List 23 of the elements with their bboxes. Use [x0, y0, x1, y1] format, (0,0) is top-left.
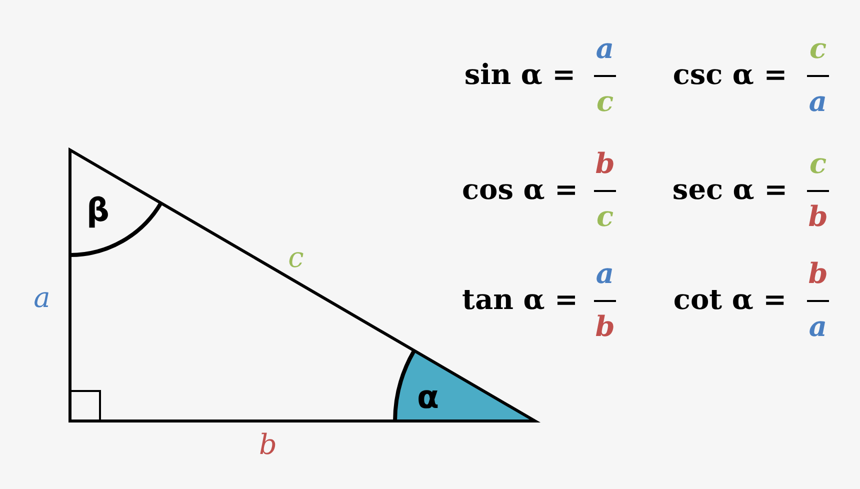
numerator: c: [809, 150, 827, 178]
function-label: cos α =: [462, 176, 578, 204]
denominator: a: [808, 88, 828, 116]
denominator: b: [808, 203, 828, 231]
function-label: tan α =: [462, 286, 578, 314]
side-label: a: [34, 284, 50, 312]
denominator: c: [596, 88, 614, 116]
numerator: b: [595, 150, 615, 178]
function-label: cot α =: [673, 286, 787, 314]
numerator: c: [809, 35, 827, 63]
side-label: b: [259, 431, 277, 459]
denominator: a: [808, 313, 828, 341]
numerator: b: [808, 260, 828, 288]
numerator: a: [596, 35, 614, 63]
side-label: c: [288, 244, 304, 272]
denominator: c: [596, 203, 614, 231]
function-label: sec α =: [672, 176, 788, 204]
angle-label: β: [86, 194, 110, 226]
function-label: csc α =: [672, 61, 788, 89]
angle-label: α: [417, 381, 439, 413]
numerator: a: [596, 260, 614, 288]
denominator: b: [595, 313, 615, 341]
function-label: sin α =: [464, 61, 576, 89]
